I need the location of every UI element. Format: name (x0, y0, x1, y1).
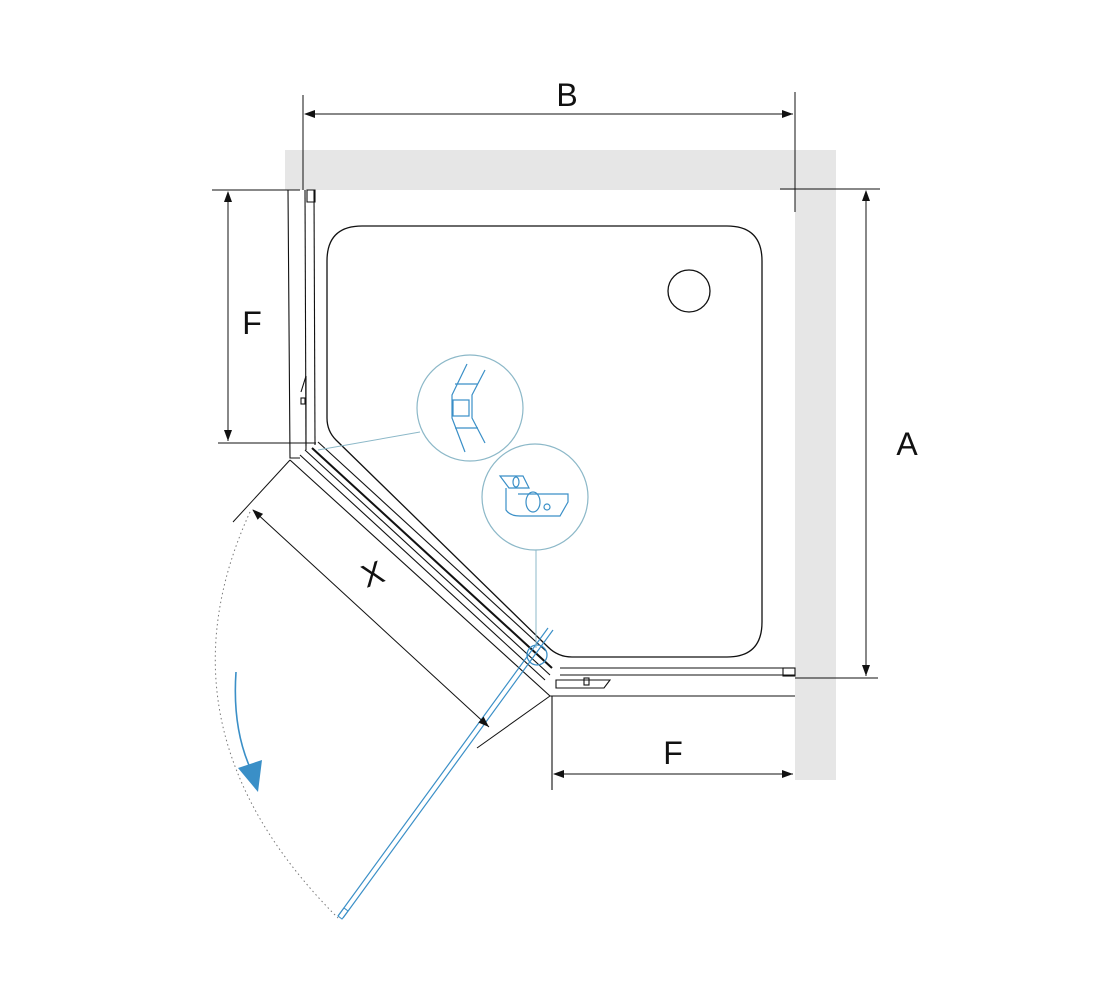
seal-profile-detail (317, 354, 524, 462)
dimension-f-left (212, 189, 316, 444)
door-swing-arc (214, 511, 339, 919)
fixed-panel-bottom (550, 667, 796, 790)
dimension-f-bottom-label: F (663, 735, 683, 771)
wall (285, 150, 836, 780)
door-open-position (337, 627, 554, 920)
dimension-x (232, 459, 551, 749)
hinge-bracket-detail (481, 443, 589, 648)
drain (667, 269, 711, 313)
dimension-f-left-label: F (242, 305, 262, 341)
dimension-a (780, 188, 880, 679)
dimension-b-label: B (556, 77, 577, 113)
shower-tray (326, 225, 763, 658)
dimension-x-label: X (356, 553, 388, 594)
dimension-a-label: A (896, 426, 918, 462)
rotation-arrow-icon (234, 671, 262, 792)
dimension-b (302, 92, 796, 212)
fixed-panel-left (287, 189, 316, 459)
